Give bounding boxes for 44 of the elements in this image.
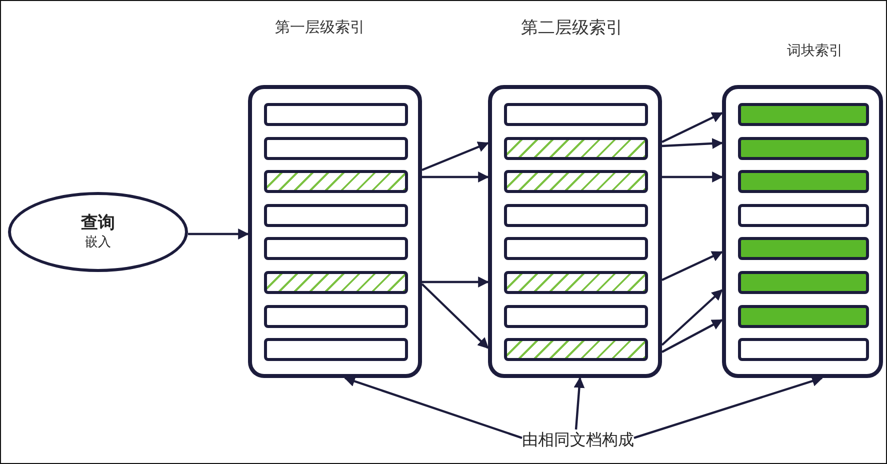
arrow xyxy=(188,228,250,240)
note-text: 由相同文档构成 xyxy=(522,430,634,450)
column-heading: 第一层级索引 xyxy=(274,18,366,37)
index-bar xyxy=(504,271,648,294)
index-bar xyxy=(738,170,869,194)
index-bar xyxy=(264,204,408,227)
index-bar xyxy=(264,304,408,328)
index-bar xyxy=(738,136,869,160)
index-bar xyxy=(738,103,869,126)
index-bar xyxy=(264,103,408,126)
index-bar xyxy=(738,204,869,227)
arrow xyxy=(662,112,723,143)
arrow xyxy=(574,376,585,430)
node-subtitle: 嵌入 xyxy=(85,234,111,252)
index-bar xyxy=(264,136,408,160)
index-bar xyxy=(738,338,869,362)
index-bar xyxy=(264,170,408,194)
column-heading: 词块索引 xyxy=(786,42,844,60)
node-title: 查询 xyxy=(81,212,115,234)
arrow xyxy=(662,138,724,149)
column-heading: 第二层级索引 xyxy=(520,17,624,39)
arrow xyxy=(661,319,723,353)
index-bar xyxy=(264,271,408,294)
arrow xyxy=(344,376,522,439)
index-bar xyxy=(504,136,648,160)
index-bar xyxy=(504,170,648,194)
index-bar xyxy=(504,103,648,126)
arrow xyxy=(661,289,723,346)
arrow xyxy=(662,172,724,182)
index-bar xyxy=(504,204,648,227)
arrow xyxy=(634,376,824,439)
index-bar xyxy=(738,271,869,294)
arrow xyxy=(422,142,490,172)
index-bar xyxy=(504,237,648,260)
arrow xyxy=(422,276,490,288)
index-bar xyxy=(738,304,869,328)
index-bar xyxy=(504,338,648,362)
index-bar xyxy=(504,304,648,328)
arrow xyxy=(421,283,489,349)
arrow xyxy=(422,172,490,182)
index-bar xyxy=(738,237,869,260)
index-bar xyxy=(264,237,408,260)
arrow xyxy=(662,251,723,281)
index-bar xyxy=(264,338,408,362)
